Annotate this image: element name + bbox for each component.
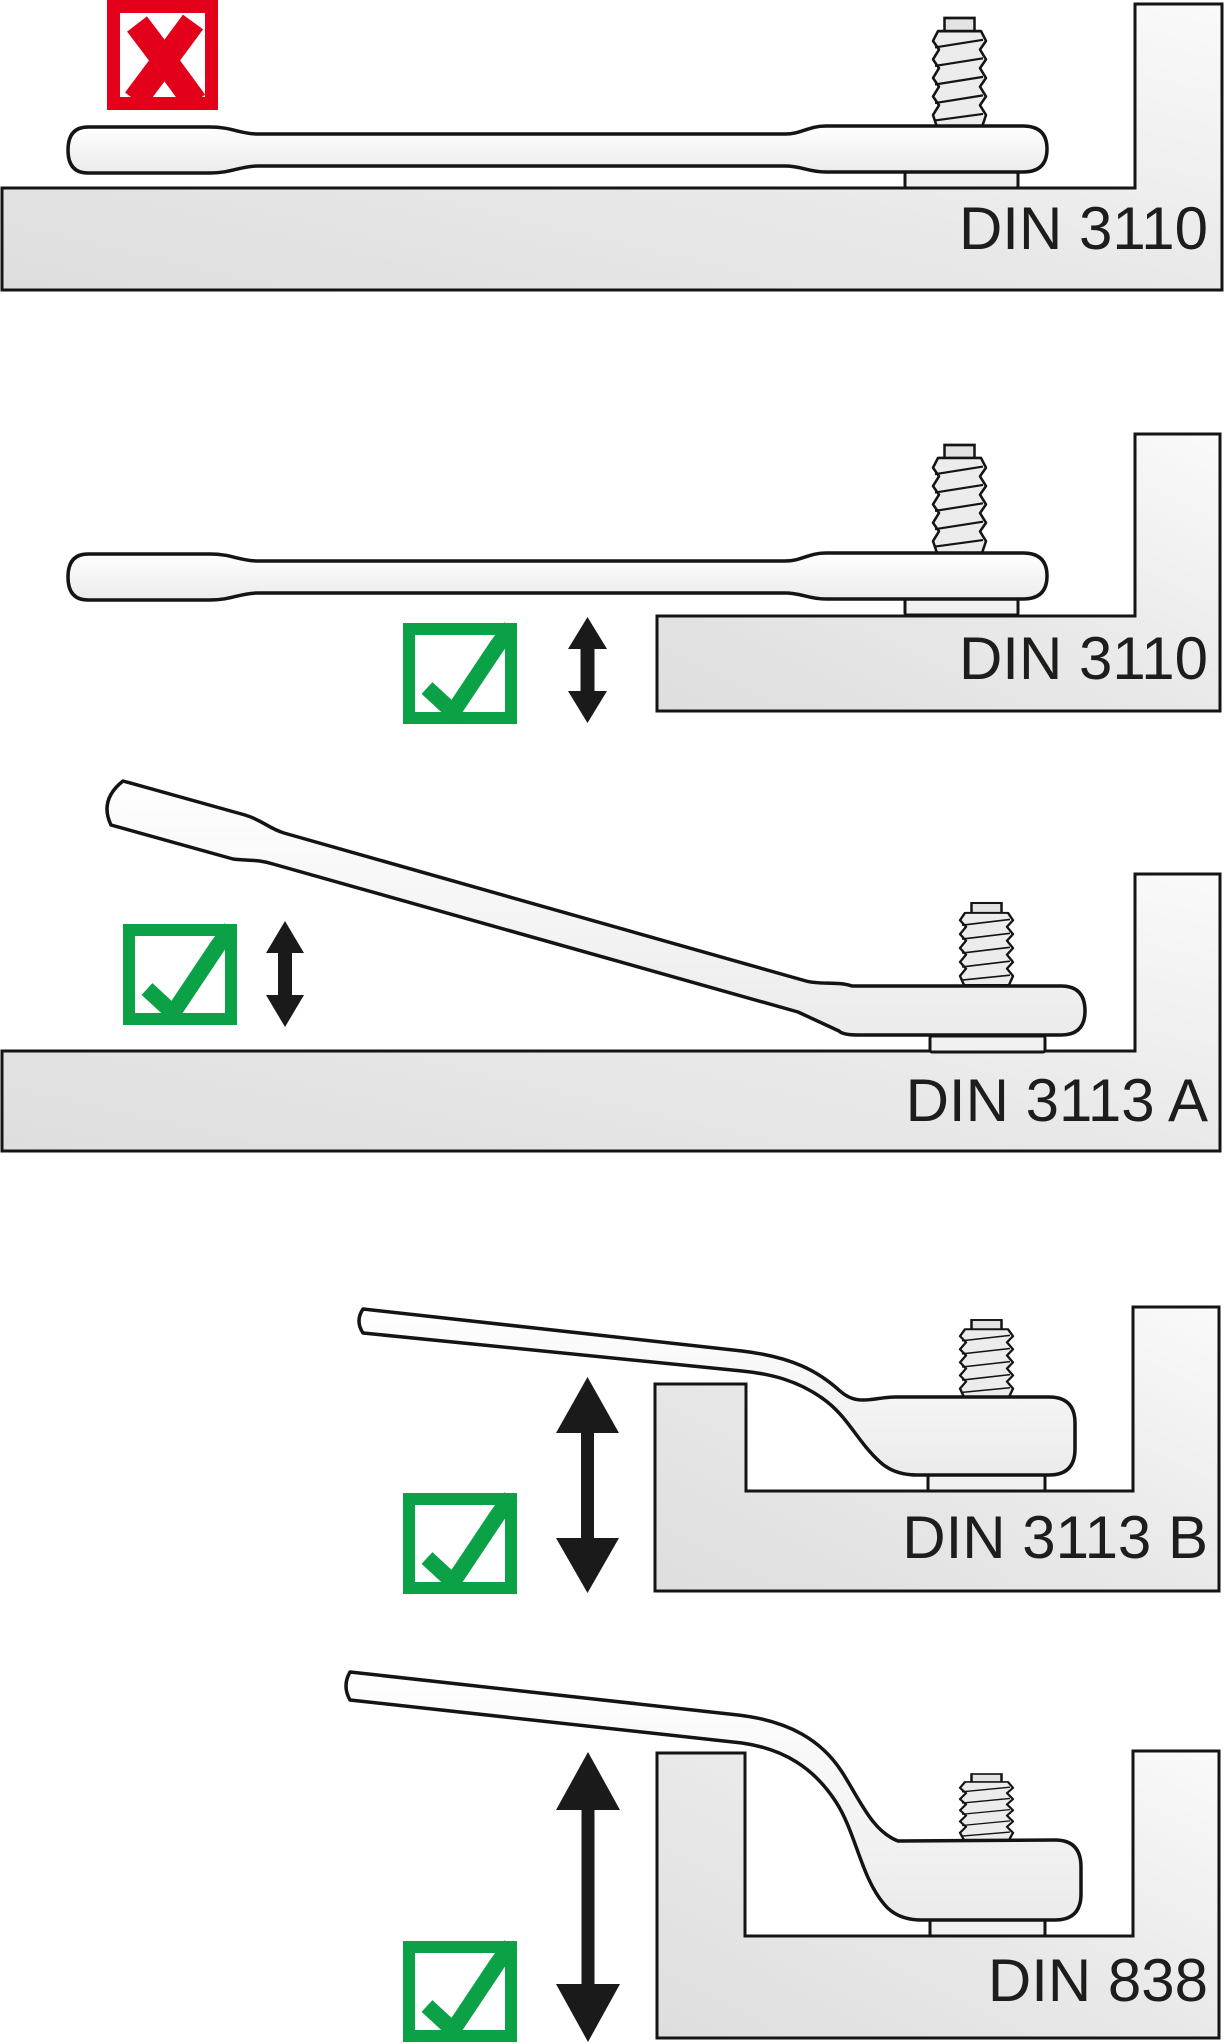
check-mark-icon <box>403 1930 518 2043</box>
bolt <box>958 901 1015 987</box>
workpiece-block <box>655 432 1222 713</box>
double-arrow-small <box>568 617 607 723</box>
check-mark-icon <box>123 913 238 1026</box>
bolt <box>931 443 988 555</box>
double-arrow-small <box>266 921 304 1027</box>
double-arrow-large <box>556 1377 619 1593</box>
din-standard-label: DIN 838 <box>987 1947 1208 2014</box>
x-mark-icon <box>107 0 218 110</box>
washer <box>903 170 1020 190</box>
workpiece-block <box>655 1749 1221 2040</box>
washer <box>928 1034 1047 1054</box>
bolt <box>958 1772 1015 1842</box>
open-end-wrench-flat <box>66 124 1049 175</box>
open-end-wrench-flat <box>66 551 1049 602</box>
double-arrow-large <box>556 1752 620 2042</box>
din-standard-label: DIN 3113 B <box>902 1504 1208 1571</box>
angled-open-end-wrench <box>105 779 1087 1037</box>
washer <box>928 1918 1047 1938</box>
deep-offset-ring-wrench <box>344 1670 1083 1922</box>
check-mark-icon <box>403 1482 518 1595</box>
bolt <box>958 1318 1015 1399</box>
workpiece-block <box>653 1305 1221 1593</box>
din-standard-label: DIN 3113 A <box>905 1067 1208 1134</box>
offset-ring-wrench <box>357 1307 1077 1477</box>
washer <box>926 1473 1047 1493</box>
din-standard-label: DIN 3110 <box>958 195 1208 262</box>
din-standard-label: DIN 3110 <box>958 625 1208 692</box>
workpiece-block <box>0 2 1224 292</box>
bolt <box>931 16 988 129</box>
check-mark-icon <box>403 612 518 725</box>
washer <box>903 597 1020 617</box>
workpiece-block <box>0 872 1222 1153</box>
